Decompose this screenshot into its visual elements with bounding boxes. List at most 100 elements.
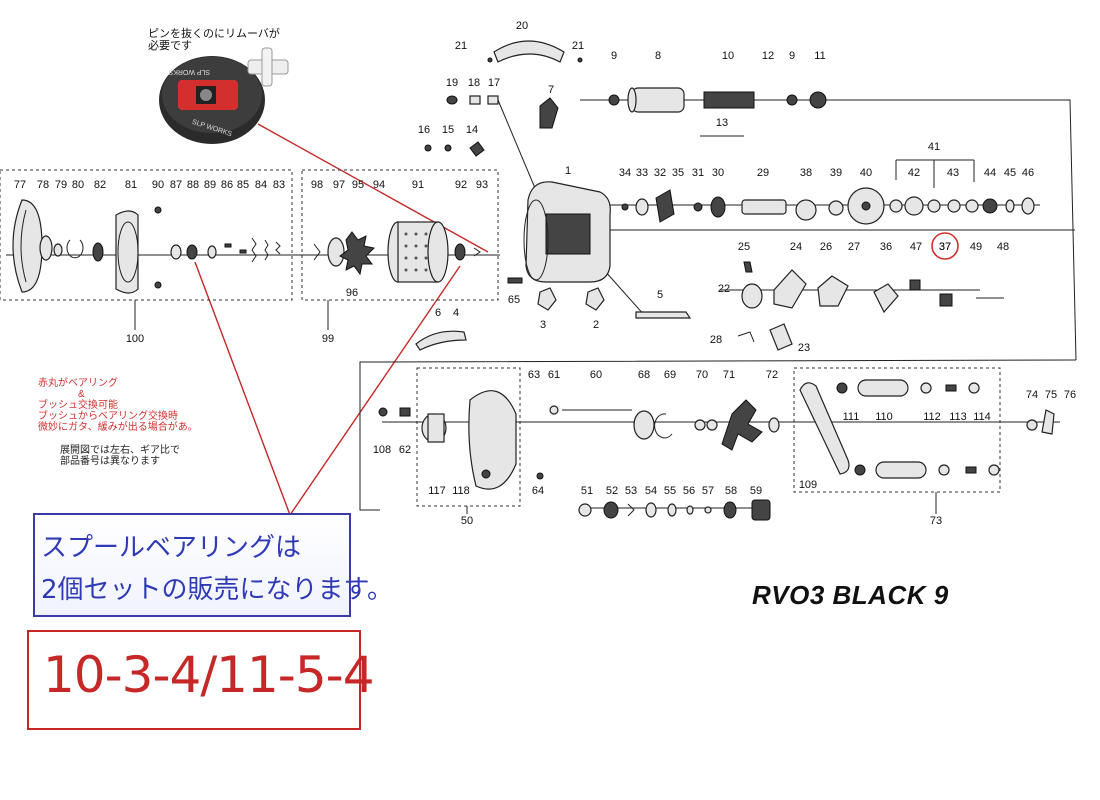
tool-leader-line xyxy=(257,123,489,253)
part-number: 46 xyxy=(1022,167,1034,179)
drag-parts xyxy=(578,499,771,521)
part-number: 109 xyxy=(799,479,817,491)
bearing-note-red: 赤丸がベアリング & ブッシュ交換可能 ブッシュからベアリング交換時 微妙にガタ… xyxy=(38,378,198,433)
part-number: 70 xyxy=(696,369,708,381)
part-number: 62 xyxy=(399,444,411,456)
part-number: 2 xyxy=(593,319,599,331)
part-number: 40 xyxy=(860,167,872,179)
diagram-note-line: 部品番号は異なります xyxy=(60,456,160,467)
part-number: 7 xyxy=(548,84,554,96)
part-number: 108 xyxy=(373,444,391,456)
part-number: 93 xyxy=(476,179,488,191)
part-number: 33 xyxy=(636,167,648,179)
part-number: 57 xyxy=(702,485,714,497)
part-number: 42 xyxy=(908,167,920,179)
part-number: 91 xyxy=(412,179,424,191)
part-number: 13 xyxy=(716,117,728,129)
group-label-50: 50 xyxy=(461,515,473,527)
part-number: 87 xyxy=(170,179,182,191)
part-number: 18 xyxy=(468,77,480,89)
part-number: 21 xyxy=(572,40,584,52)
part-number: 4 xyxy=(453,307,459,319)
part-number: 24 xyxy=(790,241,802,253)
part-number: 68 xyxy=(638,369,650,381)
part-number: 23 xyxy=(798,342,810,354)
part-number: 26 xyxy=(820,241,832,253)
part-number: 19 xyxy=(446,77,458,89)
spool-bearing-note-box: スプールベアリングは 2個セットの販売になります。 xyxy=(33,513,393,617)
part-number: 79 xyxy=(55,179,67,191)
part-number: 98 xyxy=(311,179,323,191)
part-number: 37 xyxy=(939,241,951,253)
part-number: 47 xyxy=(910,241,922,253)
part-number: 16 xyxy=(418,124,430,136)
part-number: 9 xyxy=(611,50,617,62)
part-number: 38 xyxy=(800,167,812,179)
part-number: 34 xyxy=(619,167,631,179)
part-number: 81 xyxy=(125,179,137,191)
part-number: 59 xyxy=(750,485,762,497)
spool-pin-remover-tool: SLP WORKS SLP WORKS xyxy=(159,47,289,144)
part-number: 65 xyxy=(508,294,520,306)
clutch-parts xyxy=(737,232,1004,351)
part-number: 64 xyxy=(532,485,544,497)
part-number: 76 xyxy=(1064,389,1076,401)
part-number: 69 xyxy=(664,369,676,381)
part-number: 25 xyxy=(738,241,750,253)
part-number: 84 xyxy=(255,179,267,191)
spool-note-line-1: スプールベアリングは xyxy=(41,533,302,563)
part-number: 110 xyxy=(875,411,893,423)
part-number: 29 xyxy=(757,167,769,179)
reel-frame xyxy=(415,181,692,351)
part-number: 41 xyxy=(928,141,940,153)
group-100-parts xyxy=(12,199,281,294)
part-number: 71 xyxy=(723,369,735,381)
group-box-100 xyxy=(0,169,293,301)
part-number: 60 xyxy=(590,369,602,381)
spool-leader-line-right xyxy=(289,265,461,516)
group-box-73 xyxy=(793,367,1001,493)
part-number: 15 xyxy=(442,124,454,136)
part-number: 43 xyxy=(947,167,959,179)
part-number: 82 xyxy=(94,179,106,191)
group-label-96: 96 xyxy=(346,287,358,299)
part-number: 113 xyxy=(949,411,967,423)
part-number: 5 xyxy=(657,289,663,301)
bearing-code-box: 10-3-4/11-5-4 xyxy=(27,630,375,730)
part-number: 9 xyxy=(789,50,795,62)
part-number: 52 xyxy=(606,485,618,497)
part-number: 61 xyxy=(548,369,560,381)
bearing-code: 10-3-4/11-5-4 xyxy=(43,646,375,704)
part-number: 14 xyxy=(466,124,478,136)
tool-brand-top: SLP WORKS xyxy=(168,68,210,75)
part-number: 35 xyxy=(672,167,684,179)
part-number: 80 xyxy=(72,179,84,191)
group-label-99: 99 xyxy=(322,333,334,345)
part-number: 75 xyxy=(1045,389,1057,401)
group-99-parts xyxy=(313,221,481,283)
part-number: 95 xyxy=(352,179,364,191)
part-number: 118 xyxy=(452,485,470,497)
part-number: 10 xyxy=(722,50,734,62)
part-number: 17 xyxy=(488,77,500,89)
part-number: 56 xyxy=(683,485,695,497)
part-number: 21 xyxy=(455,40,467,52)
bearing-note-line: ブッシュ交換可能 xyxy=(38,400,118,411)
highlighted-part-label: 37 xyxy=(939,241,951,253)
part-number: 20 xyxy=(516,20,528,32)
part-number: 88 xyxy=(187,179,199,191)
part-number: 97 xyxy=(333,179,345,191)
side-plate-parts xyxy=(378,390,780,490)
group-box-99 xyxy=(301,169,499,301)
part-number: 12 xyxy=(762,50,774,62)
diagram-note-black: 展開図では左右、ギア比で 部品番号は異なります xyxy=(60,445,180,467)
part-number: 114 xyxy=(973,411,991,423)
part-number: 94 xyxy=(373,179,385,191)
part-number: 77 xyxy=(14,179,26,191)
part-number: 44 xyxy=(984,167,996,179)
tool-note: ピンを抜くのにリムーバが 必要です xyxy=(148,28,280,52)
part-number: 3 xyxy=(540,319,546,331)
part-number: 6 xyxy=(435,307,441,319)
drive-gear-parts xyxy=(621,159,1035,225)
